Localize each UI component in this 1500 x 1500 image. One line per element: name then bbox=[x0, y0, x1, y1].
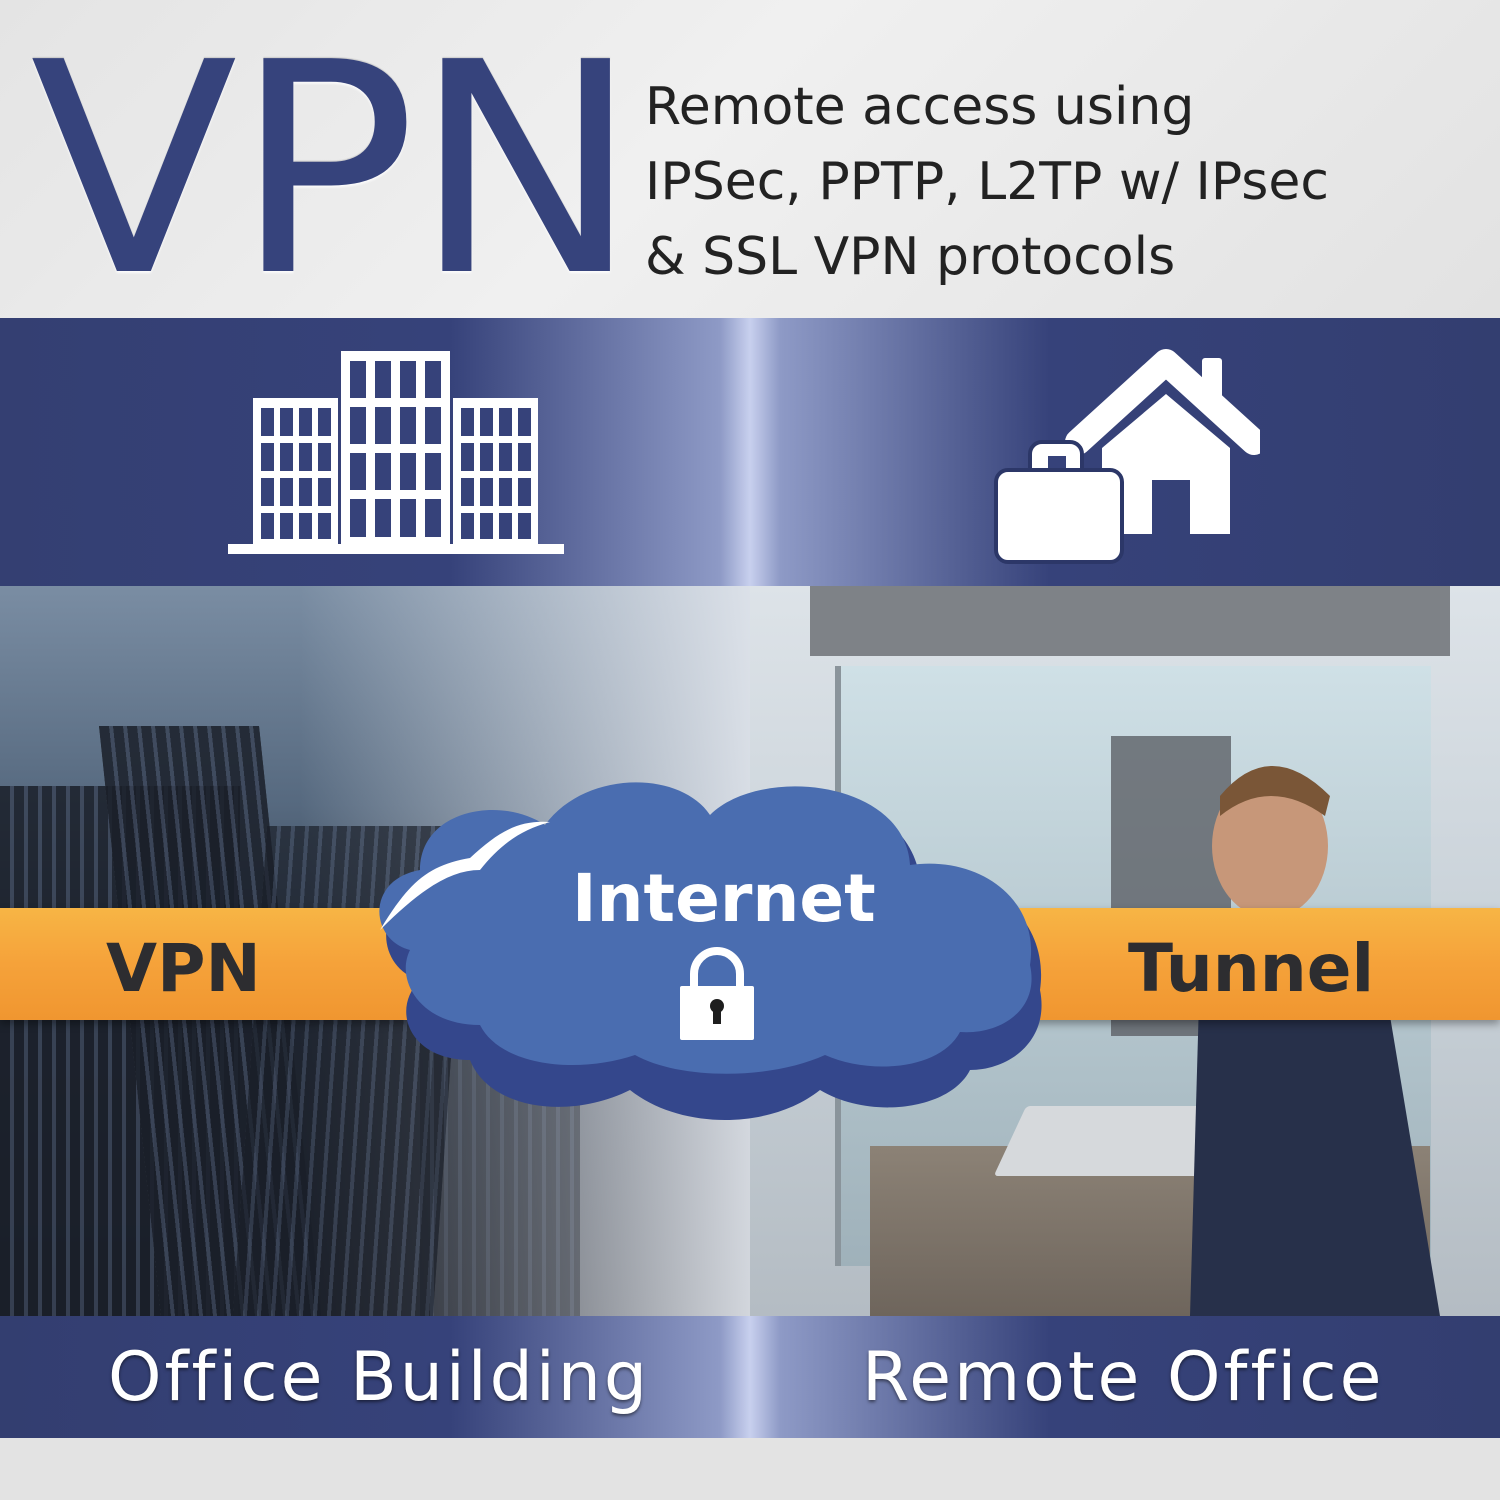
home-office-icon bbox=[994, 349, 1260, 564]
person-at-laptop bbox=[1190, 766, 1440, 1316]
footer-strip bbox=[0, 1438, 1500, 1500]
page-title: VPN bbox=[30, 0, 640, 340]
label-office-building: Office Building bbox=[108, 1338, 650, 1417]
header: VPN Remote access using IPSec, PPTP, L2T… bbox=[0, 0, 1500, 340]
tunnel-label-right: Tunnel bbox=[1128, 930, 1375, 1007]
padlock-icon bbox=[680, 947, 754, 1040]
subtitle-line-3: & SSL VPN protocols bbox=[645, 227, 1176, 287]
label-band bbox=[0, 1316, 1500, 1438]
subtitle-line-2: IPSec, PPTP, L2TP w/ IPsec bbox=[645, 152, 1329, 212]
office-building-icon bbox=[228, 351, 564, 554]
subtitle-line-1: Remote access using bbox=[645, 77, 1195, 137]
internet-cloud-icon bbox=[379, 782, 1042, 1120]
icon-band bbox=[0, 318, 1500, 586]
tunnel-label-left: VPN bbox=[106, 930, 261, 1007]
label-remote-office: Remote Office bbox=[862, 1338, 1385, 1417]
cloud-label: Internet bbox=[572, 860, 876, 937]
subtitle: Remote access using IPSec, PPTP, L2TP w/… bbox=[645, 70, 1485, 295]
